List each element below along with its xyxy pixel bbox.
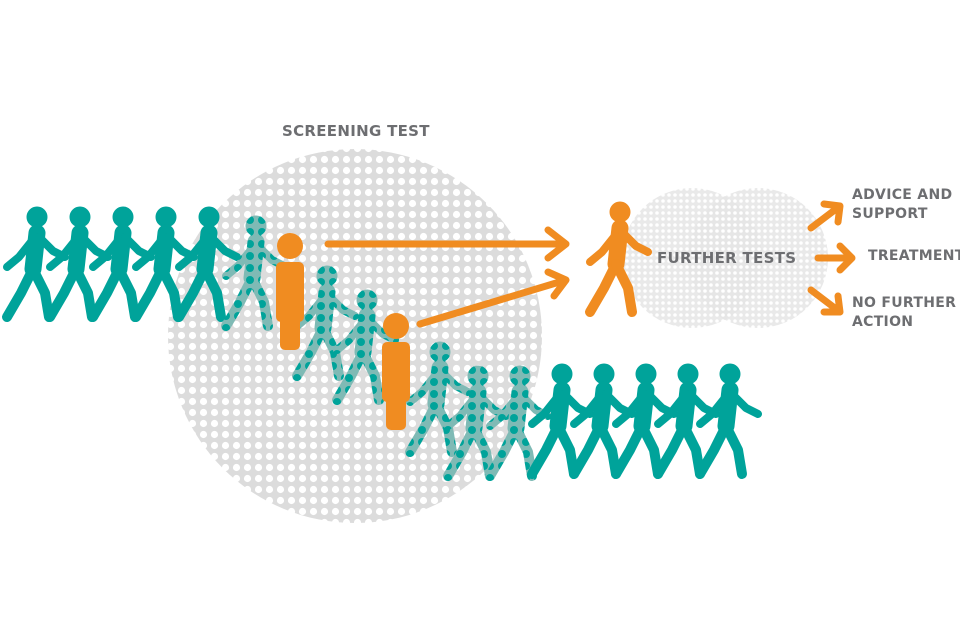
outcome-line: ADVICE AND (852, 187, 953, 203)
person-icon (276, 233, 304, 350)
outcome-no-further-action: NO FURTHER ACTION (852, 294, 956, 332)
further-tests-label: FURTHER TESTS (657, 249, 797, 267)
outcome-treatment: TREATMENT (868, 248, 960, 264)
arrow-icon (807, 286, 844, 316)
outcome-line: ACTION (852, 314, 914, 330)
further-tests-circle-right (688, 188, 828, 328)
arrow-icon (416, 268, 570, 328)
screening-test-title: SCREENING TEST (282, 122, 430, 140)
arrow-icon (814, 242, 856, 274)
person-icon (700, 364, 758, 474)
person-icon (382, 313, 410, 430)
arrow-icon (807, 200, 844, 232)
outcome-line: SUPPORT (852, 206, 928, 222)
teal-queue-right (532, 364, 758, 474)
arrow-icon (324, 226, 570, 262)
outcome-line: NO FURTHER (852, 295, 957, 311)
outcome-advice-support: ADVICE AND SUPPORT (852, 186, 952, 224)
arrows (324, 200, 856, 328)
